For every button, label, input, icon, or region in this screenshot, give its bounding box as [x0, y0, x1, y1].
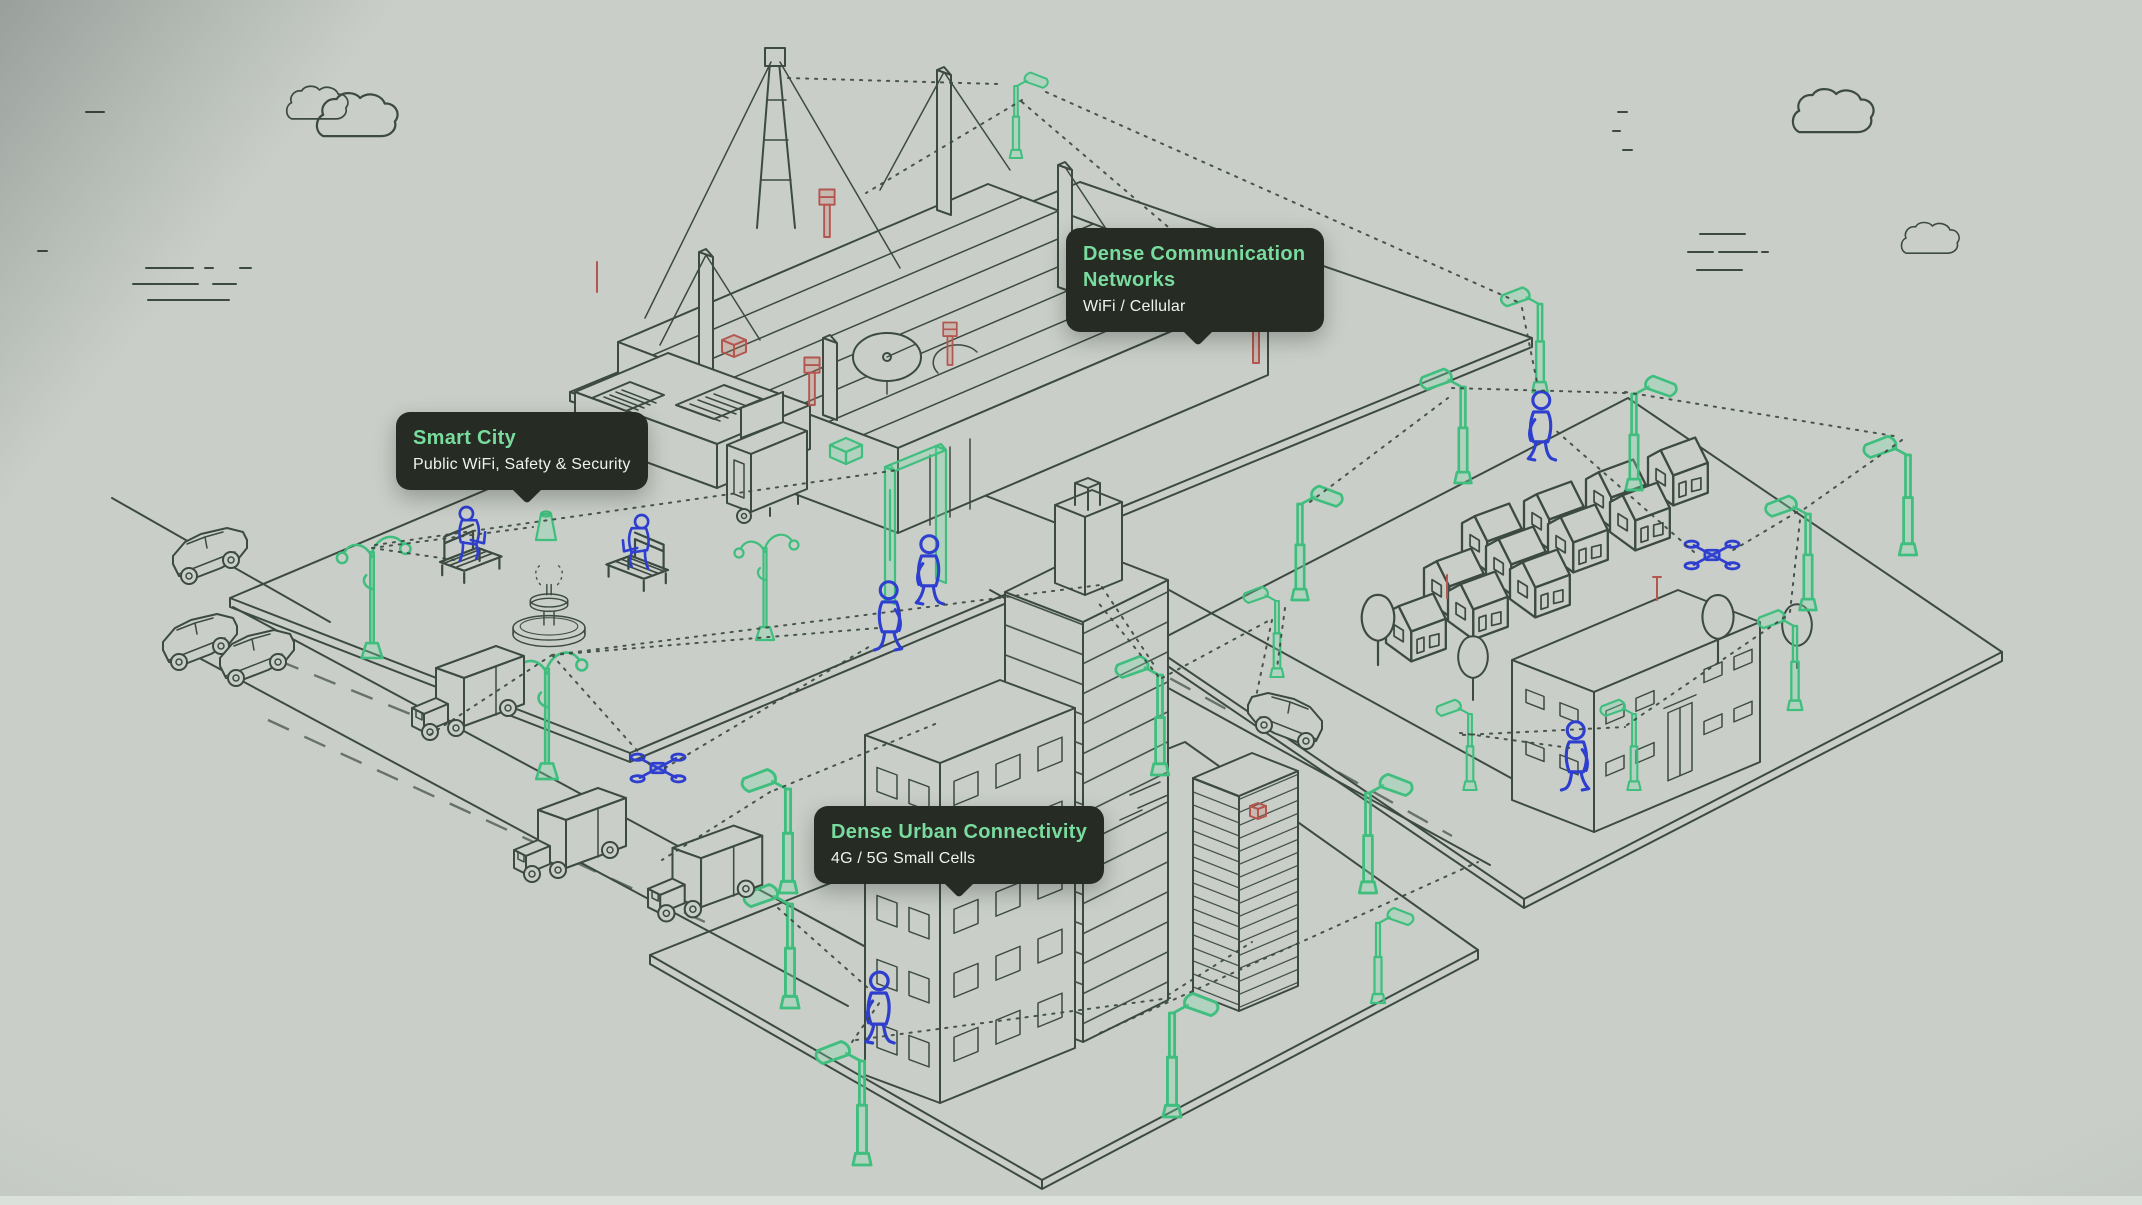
satellite-dish-icon	[852, 332, 978, 395]
fountain	[512, 563, 586, 648]
seated-person	[621, 513, 650, 571]
tooltip-dense-urban-connectivity: Dense Urban Connectivity 4G / 5G Small C…	[814, 806, 1105, 884]
car	[172, 527, 248, 585]
red-antennas-stadium	[596, 188, 1265, 406]
tooltip-subtitle: WiFi / Cellular	[1083, 298, 1186, 315]
drone-icon	[629, 752, 687, 784]
stadium-pylons	[659, 66, 1121, 421]
food-cart	[726, 391, 808, 524]
tower-left	[864, 679, 1076, 1104]
network-links	[371, 77, 1903, 1043]
seated-person	[458, 505, 487, 563]
red-cube	[1249, 802, 1267, 820]
bollard-light	[534, 510, 558, 542]
tooltip-dense-communication-networks: Dense Communication Networks WiFi / Cell…	[1066, 228, 1324, 332]
antenna-mast	[644, 47, 901, 319]
tooltip-title: Smart City	[413, 427, 517, 449]
tooltip-title: Dense Communication Networks	[1083, 243, 1306, 291]
streetlight	[1419, 367, 1473, 485]
streetlight	[1862, 434, 1919, 557]
bottom-edge-strip	[0, 1196, 2142, 1205]
small-cell-box	[828, 436, 864, 466]
park-area	[335, 505, 946, 784]
park-bench	[605, 513, 670, 593]
tooltip-subtitle: 4G / 5G Small Cells	[831, 850, 976, 867]
park-bench	[438, 505, 503, 585]
row-houses	[1384, 436, 1709, 663]
tooltip-title: Dense Urban Connectivity	[831, 821, 1088, 843]
speed-lines	[37, 111, 1769, 301]
security-gate	[883, 442, 948, 606]
residential-area	[1360, 286, 1919, 833]
tooltip-smart-city: Smart City Public WiFi, Safety & Securit…	[396, 412, 648, 490]
tooltip-subtitle: Public WiFi, Safety & Security	[413, 456, 631, 473]
tower-right	[1192, 752, 1299, 1012]
roof-streetlight	[1008, 71, 1049, 159]
red-gateway-cube	[721, 334, 747, 358]
